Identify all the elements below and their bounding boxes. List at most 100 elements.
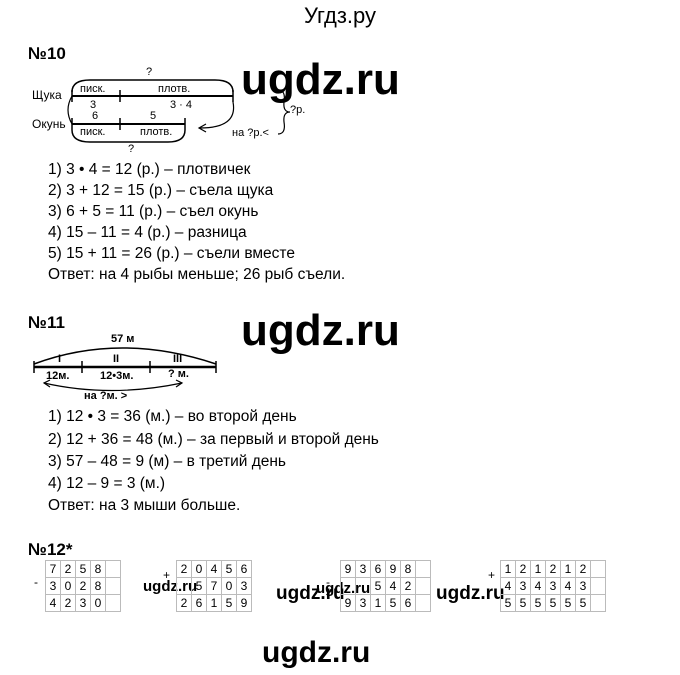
diagram-label: 3 · 4 bbox=[170, 99, 193, 111]
digit-cell: 0 bbox=[60, 577, 76, 595]
digit-cell: 4 bbox=[560, 577, 576, 595]
digit-cell: 2 bbox=[60, 560, 76, 578]
digit-cell: 1 bbox=[560, 560, 576, 578]
digit-cell: 2 bbox=[575, 560, 591, 578]
digit-cell: 3 bbox=[236, 577, 252, 595]
digit-cell: 0 bbox=[221, 577, 237, 595]
digit-cell: 8 bbox=[90, 560, 106, 578]
solution-line: 1) 3 • 4 = 12 (р.) – плотвичек bbox=[48, 161, 251, 178]
digit-cell: 2 bbox=[515, 560, 531, 578]
digit-cell bbox=[105, 594, 121, 612]
watermark: ugdz.ru bbox=[262, 636, 371, 669]
diagram-label: писк. bbox=[80, 83, 106, 95]
digit-cell: 4 bbox=[45, 594, 61, 612]
diagram-label: 3 bbox=[90, 99, 97, 111]
solution-line: 3) 6 + 5 = 11 (р.) – съел окунь bbox=[48, 203, 259, 220]
solution-line: 5) 15 + 11 = 26 (р.) – съели вместе bbox=[48, 245, 295, 262]
digit-cell: 5 bbox=[75, 560, 91, 578]
watermark: ugdz.ru bbox=[436, 583, 505, 604]
solution-line: 4) 12 – 9 = 3 (м.) bbox=[48, 475, 166, 492]
digit-cell: 3 bbox=[355, 594, 371, 612]
digit-cell: 0 bbox=[90, 594, 106, 612]
digit-cell: 1 bbox=[206, 594, 222, 612]
task12-heading: №12* bbox=[28, 540, 73, 559]
digit-cell: 8 bbox=[90, 577, 106, 595]
digit-cell: 3 bbox=[75, 594, 91, 612]
answer-line: Ответ: на 3 мыши больше. bbox=[48, 497, 241, 514]
digit-cell: 2 bbox=[176, 560, 192, 578]
watermark: ugdz.ru bbox=[276, 583, 345, 604]
digit-cell: 3 bbox=[515, 577, 531, 595]
digit-cell: 6 bbox=[236, 560, 252, 578]
digit-cell: 9 bbox=[385, 560, 401, 578]
diagram-label: ?р. bbox=[290, 104, 306, 116]
diagram-label: на ?м. > bbox=[84, 390, 128, 402]
operator-sign: + bbox=[163, 568, 171, 582]
digit-cell: 3 bbox=[45, 577, 61, 595]
diagram-label: плотв. bbox=[158, 83, 191, 95]
diagram-label: 12•3м. bbox=[100, 370, 134, 382]
digit-cell: 5 bbox=[370, 577, 386, 595]
diagram-row-label: Щука bbox=[32, 88, 62, 102]
watermark: ugdz.ru bbox=[241, 306, 400, 355]
digit-cell bbox=[415, 560, 431, 578]
digit-cell: 8 bbox=[400, 560, 416, 578]
digit-cell bbox=[176, 577, 192, 595]
digit-cell: 5 bbox=[545, 594, 561, 612]
digit-cell: 3 bbox=[545, 577, 561, 595]
digit-cell bbox=[415, 594, 431, 612]
digit-cell: 7 bbox=[206, 577, 222, 595]
digit-cell: 1 bbox=[370, 594, 386, 612]
diagram-label: III bbox=[173, 353, 183, 365]
solution-line: 1) 12 • 3 = 36 (м.) – во второй день bbox=[48, 408, 297, 425]
diagram-label: 57 м bbox=[111, 333, 135, 345]
solution-line: 2) 12 + 36 = 48 (м.) – за первый и второ… bbox=[48, 431, 379, 448]
digit-cell bbox=[590, 577, 606, 595]
digit-cell bbox=[590, 560, 606, 578]
digit-cell: 7 bbox=[45, 560, 61, 578]
diagram-label: 12м. bbox=[46, 370, 70, 382]
task10-heading: №10 bbox=[28, 44, 66, 63]
digit-cell: 5 bbox=[385, 594, 401, 612]
answer-line: Ответ: на 4 рыбы меньше; 26 рыб съели. bbox=[48, 266, 346, 283]
digit-cell bbox=[355, 577, 371, 595]
diagram-label: ? bbox=[146, 66, 153, 78]
digit-cell bbox=[415, 577, 431, 595]
digit-cell: 6 bbox=[191, 594, 207, 612]
digit-cell: 5 bbox=[191, 577, 207, 595]
digit-cell: 6 bbox=[370, 560, 386, 578]
digit-cell: 5 bbox=[221, 594, 237, 612]
diagram-label: 6 bbox=[92, 110, 99, 122]
operator-sign: + bbox=[488, 568, 496, 582]
digit-cell: 3 bbox=[355, 560, 371, 578]
diagram-label: II bbox=[113, 353, 120, 365]
diagram-label: 5 bbox=[150, 110, 157, 122]
digit-cell bbox=[105, 560, 121, 578]
digit-cell: 5 bbox=[575, 594, 591, 612]
digit-cell: 2 bbox=[400, 577, 416, 595]
operator-sign: - bbox=[34, 575, 38, 589]
digit-cell: 4 bbox=[385, 577, 401, 595]
operator-sign: - bbox=[326, 575, 330, 589]
diagram-label: ? bbox=[128, 143, 135, 155]
diagram-label: писк. bbox=[80, 126, 106, 138]
digit-cell bbox=[105, 577, 121, 595]
site-title: Угдз.ру bbox=[303, 3, 377, 28]
diagram-label: I bbox=[58, 353, 62, 365]
digit-cell: 9 bbox=[340, 594, 356, 612]
digit-cell: 3 bbox=[575, 577, 591, 595]
digit-cell: 2 bbox=[176, 594, 192, 612]
solution-line: 4) 15 – 11 = 4 (р.) – разница bbox=[48, 224, 247, 241]
diagram-label: плотв. bbox=[140, 126, 173, 138]
digit-cell: 2 bbox=[75, 577, 91, 595]
digit-cell: 9 bbox=[340, 560, 356, 578]
diagram-label: на ?р.< bbox=[232, 127, 269, 139]
task11-heading: №11 bbox=[28, 313, 65, 332]
digit-cell bbox=[590, 594, 606, 612]
